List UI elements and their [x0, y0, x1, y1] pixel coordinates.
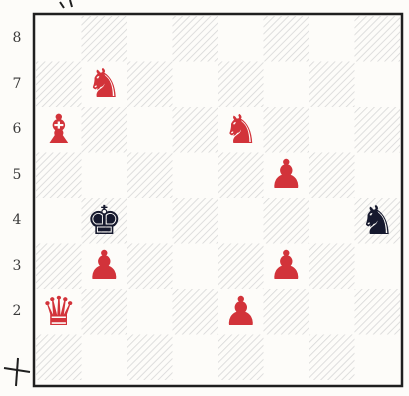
dark-square — [218, 244, 264, 290]
dark-square — [82, 16, 128, 62]
rank-label: 8 — [7, 30, 27, 46]
dark-square — [264, 16, 310, 62]
dark-square — [36, 335, 82, 381]
dark-knight-icon: ♞ — [355, 199, 399, 243]
red-pawn-icon: ♟ — [82, 244, 126, 288]
rank-label: 4 — [7, 212, 27, 228]
corner-mark — [16, 358, 18, 386]
dark-square — [173, 16, 219, 62]
rank-label: 6 — [7, 121, 27, 137]
dark-square — [309, 244, 355, 290]
dark-square — [264, 289, 310, 335]
rank-label: 7 — [7, 76, 27, 92]
dark-square — [173, 198, 219, 244]
dark-square — [309, 153, 355, 199]
dark-square — [127, 244, 173, 290]
dark-square — [36, 62, 82, 108]
dark-square — [355, 107, 401, 153]
dark-square — [82, 107, 128, 153]
dark-square — [36, 244, 82, 290]
red-pawn-icon: ♟ — [264, 244, 308, 288]
dark-square — [127, 335, 173, 381]
dark-square — [264, 107, 310, 153]
rank-label: 5 — [7, 167, 27, 183]
dark-square — [355, 289, 401, 335]
dark-square — [36, 153, 82, 199]
red-knight-icon: ♞ — [219, 108, 263, 152]
dark-square — [218, 62, 264, 108]
dark-square — [309, 62, 355, 108]
dark-square — [355, 16, 401, 62]
red-pawn-icon: ♟ — [264, 153, 308, 197]
dark-square — [173, 289, 219, 335]
top-ink-mark — [60, 2, 64, 8]
dark-king-icon: ♚ — [82, 199, 126, 243]
red-knight-icon: ♞ — [82, 62, 126, 106]
dark-square — [264, 198, 310, 244]
top-ink-mark — [70, 0, 72, 7]
dark-square — [173, 107, 219, 153]
rank-label: 2 — [7, 303, 27, 319]
red-bishop-icon: ♝ — [37, 108, 81, 152]
dark-square — [82, 289, 128, 335]
dark-square — [127, 153, 173, 199]
dark-square — [309, 335, 355, 381]
dark-square — [218, 335, 264, 381]
dark-square — [218, 153, 264, 199]
dark-square — [127, 62, 173, 108]
rank-label: 3 — [7, 258, 27, 274]
red-pawn-icon: ♟ — [219, 290, 263, 334]
red-queen-icon: ♛ — [37, 290, 81, 334]
